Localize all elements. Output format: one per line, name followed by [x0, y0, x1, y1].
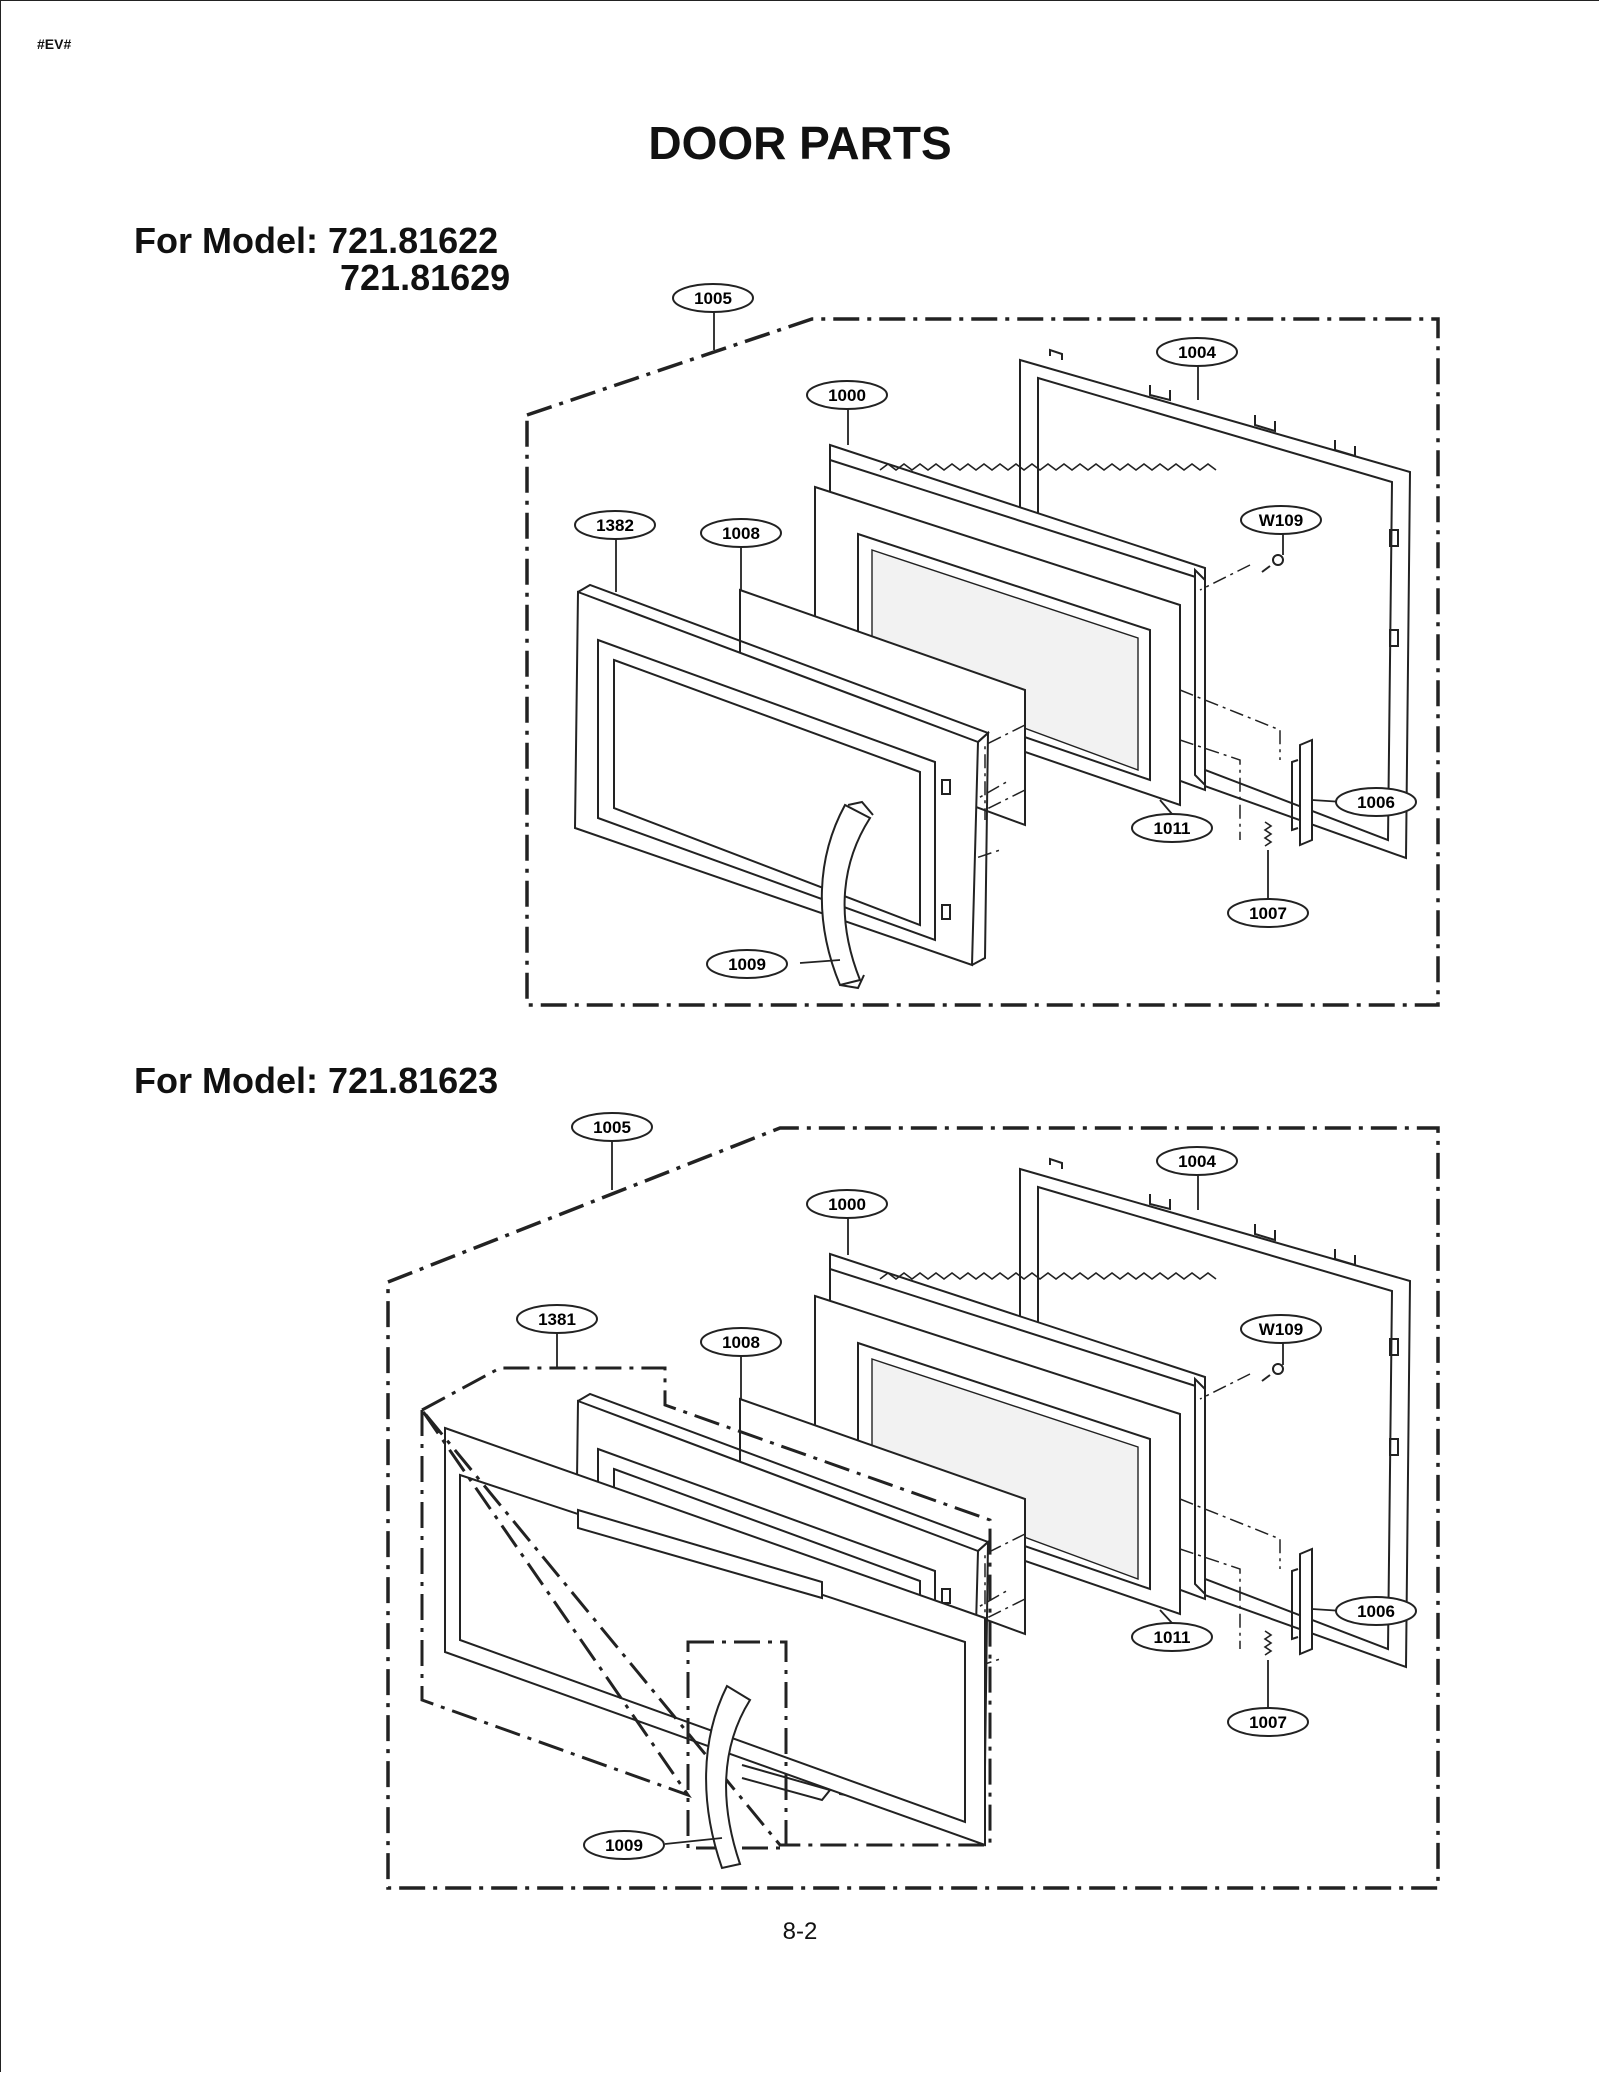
callout-label: 1006	[1357, 1602, 1395, 1621]
callout-w109: W109	[1240, 1314, 1322, 1344]
page-tag: #EV#	[37, 36, 72, 52]
callout-1009: 1009	[583, 1830, 665, 1860]
model-prefix: For Model:	[134, 220, 318, 261]
callout-label: W109	[1259, 511, 1303, 530]
callout-1005: 1005	[571, 1112, 653, 1142]
callout-label: 1005	[694, 289, 732, 308]
callout-label: 1009	[605, 1836, 643, 1855]
callout-label: 1009	[728, 955, 766, 974]
callout-label: 1000	[828, 386, 866, 405]
page-title: DOOR PARTS	[648, 117, 952, 169]
callout-label: 1008	[722, 524, 760, 543]
callout-1007: 1007	[1227, 1707, 1309, 1737]
callout-label: 1007	[1249, 904, 1287, 923]
callout-label: 1000	[828, 1195, 866, 1214]
callout-1004: 1004	[1156, 337, 1238, 367]
model-number: 721.81623	[328, 1060, 499, 1101]
callout-label: 1005	[593, 1118, 631, 1137]
callout-1000: 1000	[806, 380, 888, 410]
callout-1000: 1000	[806, 1189, 888, 1219]
section-2-diagram: 1005 1004 1000 1381 1008 W109 1006 1011	[386, 1112, 1440, 1890]
callout-1008: 1008	[700, 1327, 782, 1357]
callout-label: 1382	[596, 516, 634, 535]
callout-1381: 1381	[516, 1304, 598, 1334]
model-heading-2: For Model: 721.81623	[134, 1060, 498, 1102]
model-heading-1: For Model: 721.81622	[134, 220, 498, 262]
callout-1006: 1006	[1335, 787, 1417, 817]
callout-w109: W109	[1240, 505, 1322, 535]
callout-label: W109	[1259, 1320, 1303, 1339]
callout-1007: 1007	[1227, 898, 1309, 928]
callout-label: 1381	[538, 1310, 576, 1329]
callout-label: 1011	[1154, 819, 1191, 838]
model-number-2: 721.81629	[340, 257, 511, 298]
callout-label: 1006	[1357, 793, 1395, 812]
callout-1009: 1009	[706, 949, 788, 979]
model-prefix: For Model:	[134, 1060, 318, 1101]
callout-label: 1011	[1154, 1628, 1191, 1647]
callout-label: 1004	[1178, 1152, 1216, 1171]
section-1-diagram: 1005 1004 1000 1382 1008 W109 1006 1011	[525, 283, 1440, 1007]
callout-1008: 1008	[700, 518, 782, 548]
callout-1011: 1011	[1131, 813, 1213, 843]
model-number: 721.81622	[328, 220, 499, 261]
page-number: 8-2	[782, 1918, 818, 1945]
callout-label: 1008	[722, 1333, 760, 1352]
callout-label: 1004	[1178, 343, 1216, 362]
callout-1004: 1004	[1156, 1146, 1238, 1176]
callout-label: 1007	[1249, 1713, 1287, 1732]
callout-1005: 1005	[672, 283, 754, 313]
callout-1382: 1382	[574, 510, 656, 540]
callout-1011: 1011	[1131, 1622, 1213, 1652]
callout-1006: 1006	[1335, 1596, 1417, 1626]
